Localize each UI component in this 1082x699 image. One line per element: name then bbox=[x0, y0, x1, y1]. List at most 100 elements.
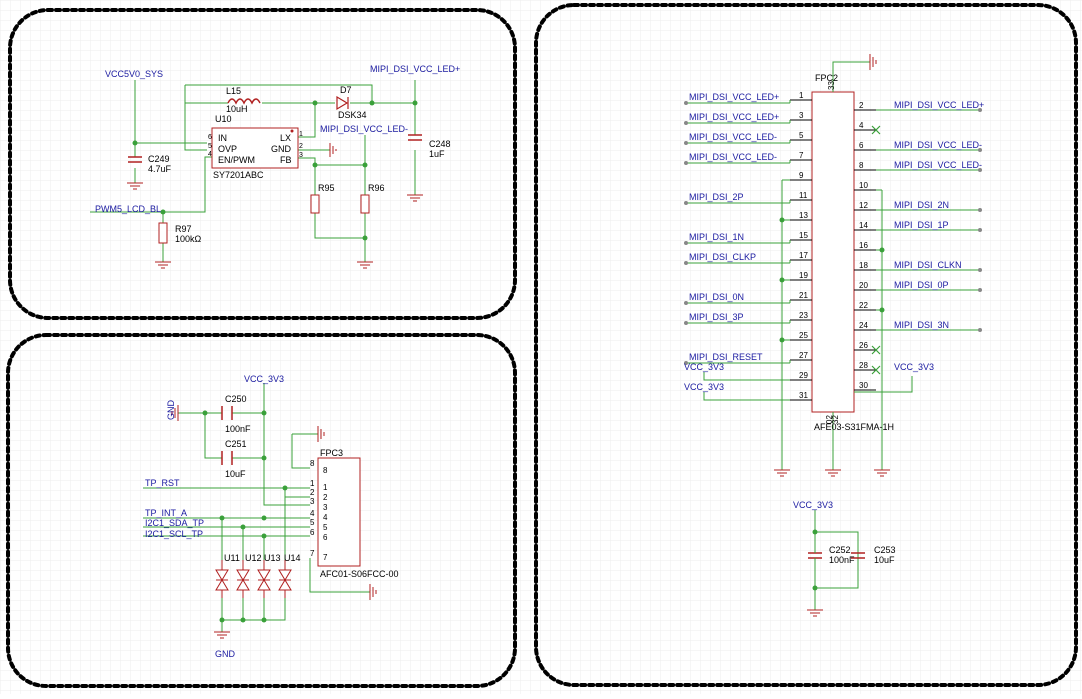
touch-block: VCC_3V3 TP_RST TP_INT_A I2C1_SDA_TP I2C1… bbox=[143, 374, 399, 659]
net-port-dot bbox=[978, 208, 982, 212]
frames bbox=[6, 3, 1078, 688]
u10-body bbox=[211, 127, 299, 169]
fpc2-body bbox=[811, 91, 855, 413]
fpc2-pin32: 32 bbox=[831, 415, 840, 424]
tvs-u13: U13 bbox=[264, 553, 281, 563]
fpc2-right-net-label: MIPI_DSI_VCC_LED+ bbox=[894, 100, 984, 110]
u10-pin4-num: 4 bbox=[208, 151, 212, 158]
net-led-plus-label: MIPI_DSI_VCC_LED+ bbox=[370, 64, 460, 74]
u10-pin1-num: 1 bbox=[299, 131, 303, 138]
tvs-u11: U11 bbox=[224, 553, 240, 563]
fpc3-pin-6-outer: 6 bbox=[310, 528, 315, 537]
r96-ref: R96 bbox=[368, 183, 385, 193]
u10-pin6-num: 6 bbox=[208, 134, 212, 141]
l15-symbol bbox=[227, 98, 261, 105]
tvs-u14: U14 bbox=[284, 553, 301, 563]
fpc2-pin-number: 6 bbox=[859, 141, 864, 150]
c250-val: 100nF bbox=[225, 424, 251, 434]
fpc2-pin-number: 9 bbox=[799, 171, 804, 180]
fpc2-right-net-label: MIPI_DSI_VCC_LED- bbox=[894, 140, 982, 150]
fpc2-pin-number: 2 bbox=[859, 101, 864, 110]
net-port-dot bbox=[978, 268, 982, 272]
fpc2-pin-number: 4 bbox=[859, 121, 864, 130]
fpc2-pin-number: 12 bbox=[859, 201, 868, 210]
led-grounds bbox=[127, 143, 423, 269]
r97-val: 100kΩ bbox=[175, 234, 202, 244]
fpc2-pin-number: 31 bbox=[799, 391, 808, 400]
fpc3-pin-2: 2 bbox=[323, 493, 328, 502]
c248-val: 1uF bbox=[429, 149, 445, 159]
fpc3-pin-8: 8 bbox=[323, 466, 328, 475]
fpc3-body bbox=[317, 457, 361, 567]
fpc2-right-net-label: MIPI_DSI_VCC_LED- bbox=[894, 160, 982, 170]
fpc2-left-net-label: MIPI_DSI_3P bbox=[689, 312, 744, 322]
fpc3-pin-2-outer: 2 bbox=[310, 488, 315, 497]
tvs-u12: U12 bbox=[245, 553, 262, 563]
net-port-dot bbox=[684, 301, 688, 305]
fpc2-left-net-label: MIPI_DSI_VCC_LED- bbox=[689, 132, 777, 142]
c250-ref: C250 bbox=[225, 394, 247, 404]
fpc3-pin-1-outer: 1 bbox=[310, 479, 315, 488]
c251-val: 10uF bbox=[225, 469, 246, 479]
net-tp-int-label: TP_INT_A bbox=[145, 508, 187, 518]
fpc2-left-net-label: MIPI_DSI_RESET bbox=[689, 352, 763, 362]
fpc2-left-net-label: MIPI_DSI_VCC_LED+ bbox=[689, 92, 779, 102]
fpc2-left-net-label: MIPI_DSI_2P bbox=[689, 192, 744, 202]
fpc2-pin-number: 1 bbox=[799, 91, 804, 100]
fpc2-left-net-label: MIPI_DSI_VCC_LED+ bbox=[689, 112, 779, 122]
u10-pin1-dot bbox=[290, 129, 294, 133]
fpc2-pin-number: 29 bbox=[799, 371, 808, 380]
led-driver-block: VCC5V0_SYS MIPI_DSI_VCC_LED+ MIPI_DSI_VC… bbox=[90, 64, 460, 269]
r97-ref: R97 bbox=[175, 224, 192, 234]
fpc3-pin-4-outer: 4 bbox=[310, 509, 315, 518]
fpc2-left-vcc-label: VCC_3V3 bbox=[684, 382, 724, 392]
c252-ref: C252 bbox=[829, 545, 851, 555]
c253-val: 10uF bbox=[874, 555, 895, 565]
net-vcc5v0-label: VCC5V0_SYS bbox=[105, 69, 163, 79]
fpc2-pin33: 33 bbox=[827, 81, 836, 90]
fpc2-left-net-label: MIPI_DSI_0N bbox=[689, 292, 744, 302]
u10-ref: U10 bbox=[215, 114, 232, 124]
net-port-dot bbox=[684, 241, 688, 245]
led-caps bbox=[128, 134, 422, 163]
u10-pin-in: IN bbox=[218, 133, 227, 143]
r95-ref: R95 bbox=[318, 183, 335, 193]
fpc2-pin-number: 15 bbox=[799, 231, 808, 240]
tvs-symbols bbox=[215, 560, 292, 598]
fpc2-pin-number: 13 bbox=[799, 211, 808, 220]
net-sda-label: I2C1_SDA_TP bbox=[145, 518, 204, 528]
fpc2-right-net-label: MIPI_DSI_1P bbox=[894, 220, 949, 230]
fpc2-right-net-label: MIPI_DSI_3N bbox=[894, 320, 949, 330]
touch-vcc3v3-label: VCC_3V3 bbox=[244, 374, 284, 384]
mipi-block: 1MIPI_DSI_VCC_LED+3MIPI_DSI_VCC_LED+5MIP… bbox=[684, 54, 984, 617]
fpc2-pin-number: 24 bbox=[859, 321, 868, 330]
c249-ref: C249 bbox=[148, 154, 170, 164]
fpc2-pin-number: 30 bbox=[859, 381, 868, 390]
d7-val: DSK34 bbox=[338, 110, 367, 120]
fpc2-left-net-label: MIPI_DSI_1N bbox=[689, 232, 744, 242]
net-port-dot bbox=[978, 148, 982, 152]
touch-wires bbox=[143, 383, 370, 632]
fpc2-pin-number: 25 bbox=[799, 331, 808, 340]
u10-pin-en: EN/PWM bbox=[218, 155, 255, 165]
frame-mipi bbox=[534, 3, 1078, 687]
fpc2-pin-number: 19 bbox=[799, 271, 808, 280]
fpc3-ref: FPC3 bbox=[320, 448, 343, 458]
net-port-dot bbox=[978, 288, 982, 292]
fpc2-right-net-label: MIPI_DSI_2N bbox=[894, 200, 949, 210]
fpc2-pin-number: 18 bbox=[859, 261, 868, 270]
c249-val: 4.7uF bbox=[148, 164, 172, 174]
u10-pin-gnd: GND bbox=[271, 144, 292, 154]
net-port-dot bbox=[978, 228, 982, 232]
c252-val: 100nF bbox=[829, 555, 855, 565]
fpc3-pin-6: 6 bbox=[323, 533, 328, 542]
c251-ref: C251 bbox=[225, 439, 247, 449]
fpc2-left-vcc-label: VCC_3V3 bbox=[684, 362, 724, 372]
net-port-dot bbox=[684, 201, 688, 205]
fpc2-pin-number: 3 bbox=[799, 111, 804, 120]
led-wires bbox=[90, 80, 416, 262]
u10-pin-fb: FB bbox=[280, 155, 292, 165]
